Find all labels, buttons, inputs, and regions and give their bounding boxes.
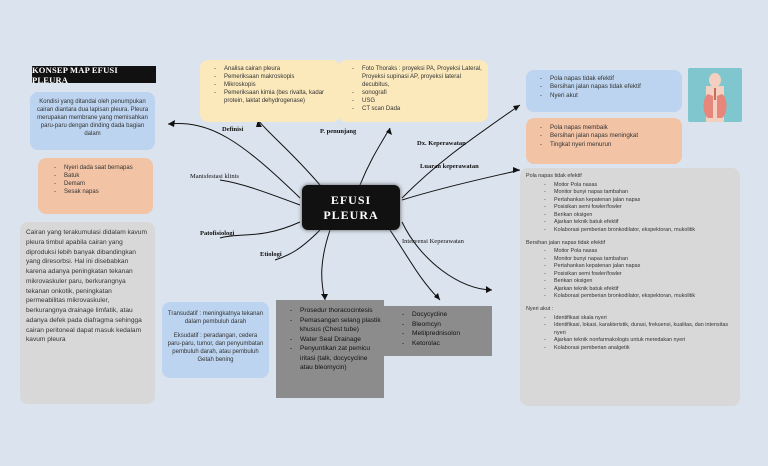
intervensi-item: Identifikasi skala nyeri <box>544 315 734 323</box>
luaran-item: Pola napas membaik <box>540 124 680 133</box>
manifestasi-box: Nyeri dada saat bernapas Batuk Demam Ses… <box>38 158 153 214</box>
label-manifestasi: Manisfestasi klinis <box>190 173 239 180</box>
intervensi-item: Kolaborasi pemberian analgetik <box>544 345 734 353</box>
label-p-penunjang: P. penunjang <box>320 128 357 135</box>
intervensi-item: Moitor Pola nasas <box>544 182 734 190</box>
intervensi-item: Berikan oksigen <box>544 278 734 286</box>
intervensi-item: Monitor bunyi napas tambahan <box>544 189 734 197</box>
lungs-anatomy-icon <box>688 68 742 122</box>
label-definisi: Definisi <box>222 126 244 133</box>
penunjang-lab-box: Analisa cairan pleura Pemeriksaan makros… <box>200 60 340 122</box>
intervensi-item: Pertahankan kepatenan jalan napas <box>544 263 734 271</box>
procedure-item: Penyuntikan zat pemicu iritasi (talk, do… <box>290 344 382 373</box>
luaran-item: Bersihan jalan napas meningkat <box>540 132 680 141</box>
intervensi-item: Kolaborasi pemberian bronkodilator, eksp… <box>544 293 734 301</box>
intervensi-item: Ajarkan teknik batuk efektif <box>544 219 734 227</box>
label-luaran: Luaran keperawatan <box>420 163 479 170</box>
dx-box: Pola napas tidak efektif Bersihan jalan … <box>526 70 682 112</box>
intervensi-box: Pola napas tidak efektif Moitor Pola nas… <box>520 168 740 406</box>
penunjang-imaging-box: Foto Thoraks : proyeksi PA, Proyeksi Lat… <box>338 60 488 122</box>
penunjang-item: sonografi <box>352 89 486 97</box>
manifestasi-item: Demam <box>54 180 149 188</box>
procedure-item: Water Seal Drainage <box>290 335 382 345</box>
dx-item: Pola napas tidak efektif <box>540 75 680 84</box>
penunjang-item: USG <box>352 97 486 105</box>
intervensi-item: Ajarkan teknik nonfarmakologis untuk mer… <box>544 337 734 345</box>
procedures-box: Prosedur thoracocintesis Pemasangan sela… <box>276 300 384 398</box>
dx-item: Nyeri akut <box>540 92 680 101</box>
luaran-box: Pola napas membaik Bersihan jalan napas … <box>526 118 682 164</box>
intervensi-item: Identifikasi, lokasi, karakteristik, dur… <box>544 322 734 337</box>
intervensi-item: Posisikan semi fowler/fowler <box>544 271 734 279</box>
label-dx-keperawatan: Dx. Keperawatan <box>417 140 466 147</box>
penunjang-item: Pemeriksaan makroskopis <box>214 73 338 81</box>
patofisiologi-text: Cairan yang terakumulasi didalam kavum p… <box>26 229 147 344</box>
label-etiologi: Etiologi <box>260 251 282 258</box>
procedure-item: Prosedur thoracocintesis <box>290 306 382 316</box>
label-intervensi: Intervensi Keperawatan <box>402 238 464 245</box>
penunjang-item: Mikroskopis <box>214 81 338 89</box>
drug-item: Metilprednisolon <box>402 329 486 339</box>
central-topic: EFUSI PLEURA <box>302 185 400 230</box>
definisi-box: Kondisi yang ditandai oleh penumpukan ca… <box>30 92 155 150</box>
manifestasi-item: Batuk <box>54 172 149 180</box>
page-title: KONSEP MAP EFUSI PLEURA <box>32 65 156 85</box>
penunjang-item: Foto Thoraks : proyeksi PA, Proyeksi Lat… <box>352 65 486 89</box>
drug-item: Ketorolac <box>402 339 486 349</box>
drug-item: Docycycline <box>402 310 486 320</box>
intervensi-item: Berikan oksigen <box>544 212 734 220</box>
label-patofisiologi: Patofisiologi <box>200 230 235 237</box>
manifestasi-item: Nyeri dada saat bernapas <box>54 164 149 172</box>
intervensi-item: Kolaborasi pemberian bronkodilator, eksp… <box>544 227 734 235</box>
intervensi-item: Monitor bunyi napas tambahan <box>544 256 734 264</box>
penunjang-item: Pemeriksaan kimia (bes rivalta, kadar pr… <box>214 89 338 105</box>
definisi-text: Kondisi yang ditandai oleh penumpukan ca… <box>36 99 149 138</box>
intervensi-heading: Pola napas tidak efektif <box>526 173 582 179</box>
penunjang-item: CT scan Dada <box>352 105 486 113</box>
central-topic-line2: PLEURA <box>323 207 379 222</box>
drugs-box: Docycycline Bleomcyn Metilprednisolon Ke… <box>384 306 492 356</box>
intervensi-item: Posisikan semi fowler/fowler <box>544 204 734 212</box>
intervensi-item: Ajarkan teknik batuk efektif <box>544 286 734 294</box>
etiologi-transudatif: Transudatif : meningkatnya tekanan dalam… <box>167 311 264 326</box>
intervensi-heading: Bersihan jalan napas tidak efektif <box>526 239 606 246</box>
central-topic-line1: EFUSI <box>330 193 372 208</box>
etiologi-eksudatif: Eksudatif : peradangan, cedera paru-paru… <box>167 333 264 364</box>
patofisiologi-box: Cairan yang terakumulasi didalam kavum p… <box>20 222 155 404</box>
drug-item: Bleomcyn <box>402 320 486 330</box>
dx-item: Bersihan jalan napas tidak efektif <box>540 83 680 92</box>
procedure-item: Pemasangan selang plastik khusus (Chest … <box>290 316 382 335</box>
intervensi-item: Pertahankan kepatenan jalan napas <box>544 197 734 205</box>
intervensi-heading: Nyeri akut : <box>526 306 554 312</box>
etiologi-box: Transudatif : meningkatnya tekanan dalam… <box>162 302 269 378</box>
luaran-item: Tingkat nyeri menurun <box>540 141 680 150</box>
penunjang-item: Analisa cairan pleura <box>214 65 338 73</box>
intervensi-item: Moitor Pola nasas <box>544 248 734 256</box>
manifestasi-item: Sesak napas <box>54 188 149 196</box>
